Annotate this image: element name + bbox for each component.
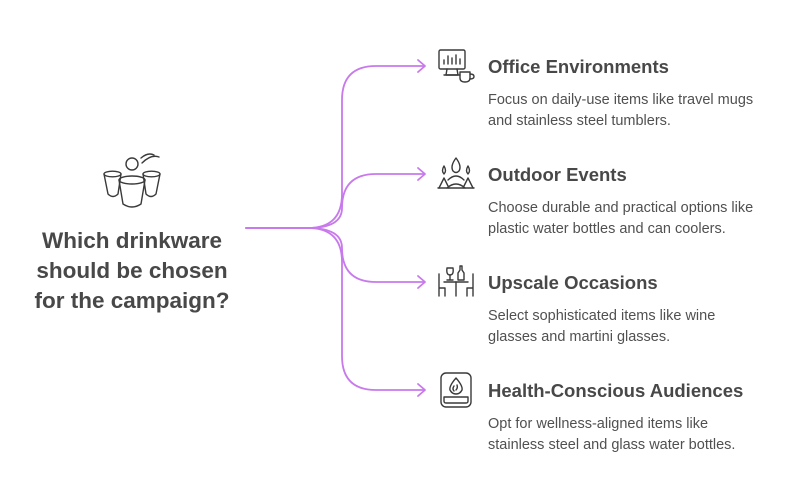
option-desc-office-line-1: Focus on daily-use items like travel mug… [488, 92, 754, 108]
arrowhead-office [417, 59, 426, 73]
option-desc-health-line-2: stainless steel and glass water bottles. [488, 437, 736, 453]
option-title-upscale: Upscale Occasions [488, 272, 658, 293]
option-desc-upscale-line-1: Select sophisticated items like wine [488, 308, 716, 324]
computer-coffee-icon [438, 49, 475, 83]
option-desc-outdoor: Choose durable and practical options lik… [488, 198, 788, 240]
arrowhead-health [417, 383, 426, 397]
option-title-health: Health-Conscious Audiences [488, 380, 744, 401]
connector-office [245, 65, 425, 229]
central-question: Which drinkware should be chosen for the… [10, 226, 254, 316]
option-desc-outdoor-line-2: plastic water bottles and can coolers. [488, 221, 726, 237]
option-desc-outdoor-line-1: Choose durable and practical options lik… [488, 200, 754, 216]
connector-health [245, 227, 425, 391]
connector-upscale [245, 227, 425, 283]
campfire-tents-icon [437, 157, 475, 189]
connector-lines [245, 59, 426, 397]
dining-table-wine-icon [438, 265, 474, 297]
arrowhead-outdoor [417, 167, 426, 181]
option-desc-upscale-line-2: glasses and martini glasses. [488, 329, 671, 345]
question-line-3: for the campaign? [34, 288, 230, 313]
question-line-1: Which drinkware [41, 228, 223, 253]
connector-outdoor [245, 173, 425, 229]
option-desc-upscale: Select sophisticated items like wine gla… [488, 306, 788, 348]
option-title-office: Office Environments [488, 56, 669, 77]
drinking-cups-person-icon [103, 153, 161, 208]
option-title-outdoor: Outdoor Events [488, 164, 627, 185]
option-desc-health: Opt for wellness-aligned items like stai… [488, 414, 788, 456]
question-line-2: should be chosen [36, 258, 228, 283]
option-desc-office: Focus on daily-use items like travel mug… [488, 90, 788, 132]
arrowhead-upscale [417, 275, 426, 289]
water-drop-card-icon [440, 372, 472, 408]
option-desc-office-line-2: and stainless steel tumblers. [488, 113, 671, 129]
option-desc-health-line-1: Opt for wellness-aligned items like [488, 416, 709, 432]
